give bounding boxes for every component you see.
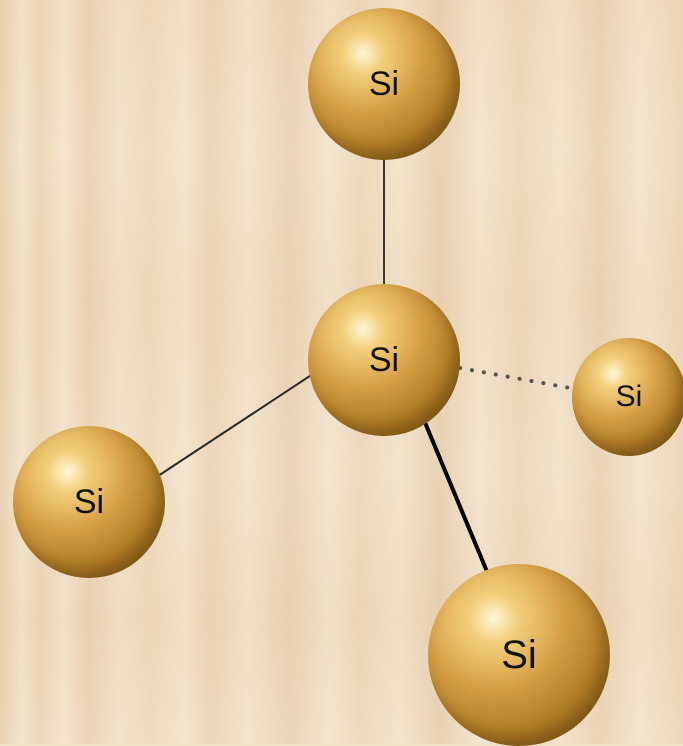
bond-center-left <box>157 367 323 477</box>
atom-label-left: Si <box>73 483 105 521</box>
atom-label-right: Si <box>615 380 643 413</box>
atom-si-top: Si <box>308 8 460 160</box>
atom-si-left: Si <box>13 426 165 578</box>
atom-label-top: Si <box>368 65 400 103</box>
atom-label-center: Si <box>368 341 400 379</box>
bond-center-right <box>458 366 594 394</box>
atom-si-center: Si <box>308 284 460 436</box>
atom-si-right: Si <box>572 338 683 456</box>
atom-si-bottom: Si <box>428 564 610 746</box>
atom-label-bottom: Si <box>501 633 537 677</box>
